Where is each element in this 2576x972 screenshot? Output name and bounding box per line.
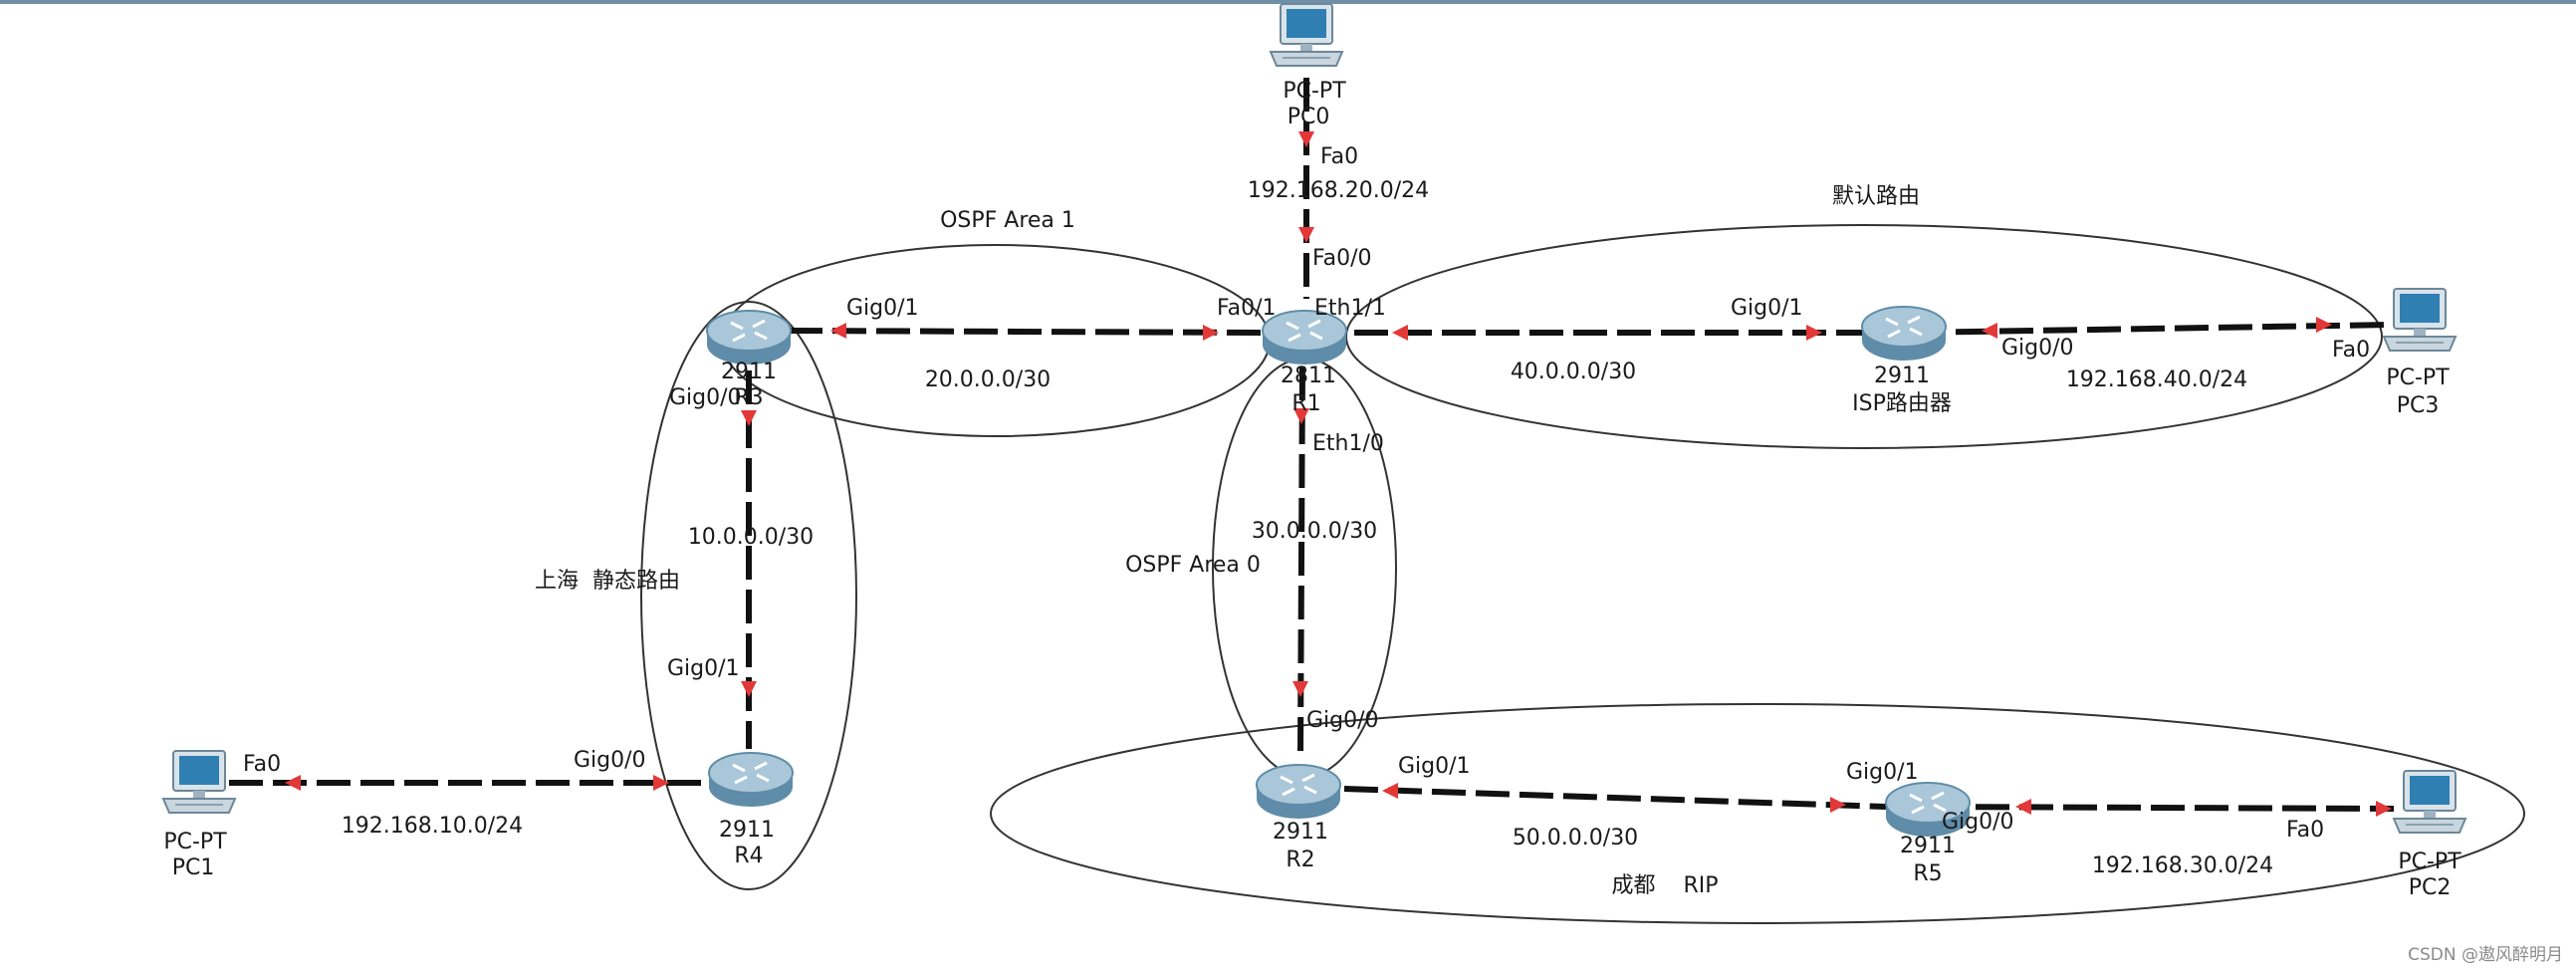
- iface-r2-gig00: Gig0/0: [1306, 708, 1379, 733]
- r2-router-icon[interactable]: [1255, 763, 1342, 821]
- port-marker-pc3-fa0: [2316, 317, 2332, 333]
- net-pc0-r1: 192.168.20.0/24: [1248, 178, 1429, 203]
- net-r3-r4: 10.0.0.0/30: [688, 525, 814, 550]
- iface-pc2-fa0: Fa0: [2286, 818, 2324, 843]
- port-marker-r2-gig01: [1382, 783, 1398, 799]
- net-r1-r2: 30.0.0.0/30: [1252, 519, 1377, 544]
- pc2-icon[interactable]: [2393, 770, 2466, 834]
- port-marker-r1-fa00: [1298, 227, 1314, 243]
- region-ospf-area1: OSPF Area 1: [940, 208, 1075, 233]
- pc1-icon[interactable]: [162, 750, 236, 814]
- chengdu-rip-ellipse: [990, 703, 2525, 924]
- iface-r1-fa01: Fa0/1: [1217, 296, 1277, 321]
- port-marker-pc2-fa0: [2376, 801, 2392, 817]
- port-marker-isp-gig01: [1806, 325, 1822, 341]
- r1-name-label: R1: [1291, 391, 1320, 416]
- port-marker-r5-gig01: [1830, 797, 1846, 813]
- net-r1-isp: 40.0.0.0/30: [1511, 360, 1636, 384]
- net-r5-pc2: 192.168.30.0/24: [2092, 853, 2273, 878]
- iface-r5-gig00: Gig0/0: [1942, 810, 2014, 835]
- port-marker-r3-gig01: [830, 323, 846, 339]
- link-isp-pc3[interactable]: [1911, 322, 2393, 336]
- iface-isp-gig01: Gig0/1: [1731, 296, 1803, 321]
- r4-router-icon[interactable]: [707, 751, 795, 809]
- port-marker-r1-fa01: [1203, 325, 1219, 341]
- shanghai-static-ellipse: [640, 301, 857, 890]
- net-isp-pc3: 192.168.40.0/24: [2066, 367, 2247, 392]
- iface-r2-gig01: Gig0/1: [1398, 754, 1471, 779]
- net-r2-r5: 50.0.0.0/30: [1513, 826, 1638, 850]
- iface-r4-gig01: Gig0/1: [667, 656, 740, 681]
- link-r3-r1[interactable]: [788, 328, 1264, 336]
- iface-pc1-fa0: Fa0: [243, 752, 281, 777]
- r3-router-icon[interactable]: [705, 309, 793, 366]
- ospf-area1-ellipse: [721, 244, 1271, 437]
- region-shanghai-static: 上海 静态路由: [535, 569, 680, 594]
- region-default-route: 默认路由: [1832, 184, 1920, 209]
- pc1-type-label: PC-PT: [163, 830, 227, 854]
- iface-pc0-fa0: Fa0: [1320, 144, 1358, 169]
- r4-model-label: 2911: [719, 818, 775, 843]
- port-marker-r3-gig00: [741, 410, 757, 426]
- link-r5-pc2[interactable]: [1931, 804, 2395, 812]
- pc3-name-label: PC3: [2397, 393, 2440, 418]
- pc2-name-label: PC2: [2409, 875, 2452, 900]
- r3-name-label: R3: [734, 385, 763, 410]
- isp-name-label: ISP路由器: [1852, 391, 1952, 416]
- isp-model-label: 2911: [1874, 364, 1930, 388]
- iface-r1-eth10: Eth1/0: [1312, 431, 1384, 456]
- iface-r3-gig01: Gig0/1: [846, 296, 919, 321]
- window-top-border: [0, 0, 2576, 4]
- iface-r1-fa00: Fa0/0: [1312, 246, 1372, 271]
- region-ospf-area0: OSPF Area 0: [1125, 553, 1261, 578]
- port-marker-isp-gig00: [1982, 323, 1997, 339]
- net-pc1-r4: 192.168.10.0/24: [342, 814, 523, 839]
- r4-name-label: R4: [734, 844, 763, 868]
- iface-r3-gig00: Gig0/0: [669, 385, 742, 410]
- isp-router-icon[interactable]: [1860, 305, 1948, 363]
- csdn-watermark: CSDN @遨风醉明月: [2408, 945, 2563, 965]
- pc0-name-label: PC0: [1288, 105, 1330, 129]
- r2-model-label: 2911: [1273, 820, 1328, 845]
- pc2-type-label: PC-PT: [2398, 850, 2461, 874]
- iface-r5-gig01: Gig0/1: [1846, 760, 1919, 785]
- r5-model-label: 2911: [1900, 834, 1956, 858]
- pc1-name-label: PC1: [172, 855, 215, 880]
- net-r3-r1: 20.0.0.0/30: [925, 367, 1051, 392]
- port-marker-r1-eth11: [1392, 325, 1408, 341]
- iface-r1-eth11: Eth1/1: [1314, 296, 1386, 321]
- pc0-type-label: PC-PT: [1283, 79, 1346, 104]
- r5-name-label: R5: [1913, 861, 1942, 886]
- pc0-icon[interactable]: [1270, 3, 1343, 67]
- link-r2-r5[interactable]: [1343, 786, 1887, 810]
- pc3-type-label: PC-PT: [2386, 365, 2450, 390]
- iface-isp-gig00: Gig0/0: [2001, 336, 2074, 361]
- iface-pc3-fa0: Fa0: [2332, 338, 2370, 363]
- r1-model-label: 2811: [1281, 364, 1336, 388]
- port-marker-pc1-fa0: [285, 775, 301, 791]
- pc3-icon[interactable]: [2383, 288, 2457, 352]
- r3-model-label: 2911: [721, 360, 777, 384]
- port-marker-r5-gig00: [2015, 799, 2031, 815]
- r2-name-label: R2: [1286, 848, 1314, 872]
- iface-r4-gig00: Gig0/0: [574, 748, 646, 773]
- port-marker-r2-gig00: [1292, 681, 1308, 697]
- region-chengdu-rip: 成都 RIP: [1611, 873, 1718, 898]
- port-marker-r4-gig01: [741, 681, 757, 697]
- port-marker-pc0-fa0: [1298, 131, 1314, 147]
- link-r1-r2[interactable]: [1297, 365, 1305, 756]
